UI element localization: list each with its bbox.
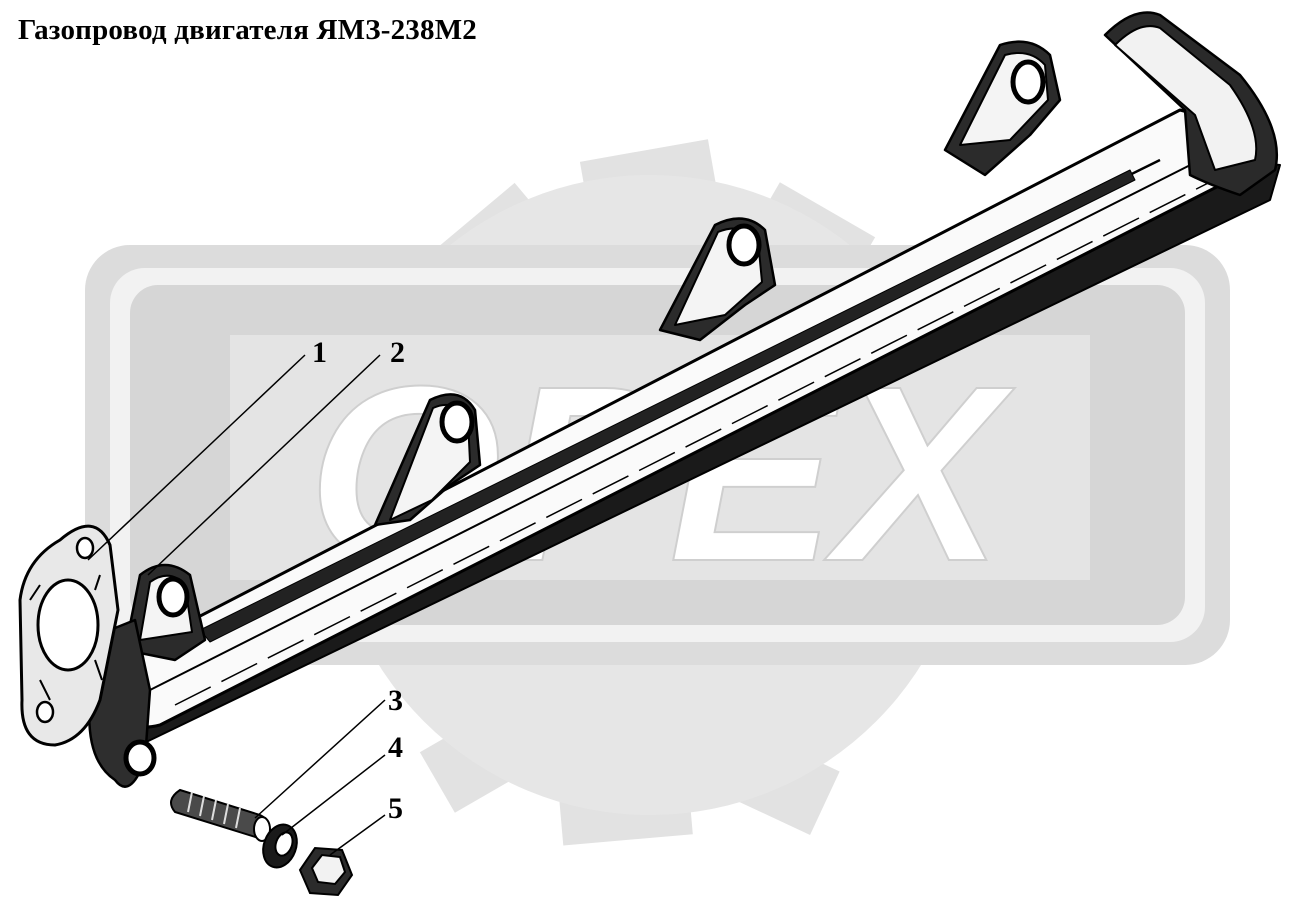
callout-5: 5 bbox=[388, 792, 403, 825]
leader-line-4 bbox=[281, 754, 386, 836]
stud bbox=[170, 788, 271, 842]
leader-line-5 bbox=[329, 814, 386, 856]
washer bbox=[262, 823, 298, 869]
leader-lines bbox=[87, 354, 386, 856]
leader-line-3 bbox=[254, 699, 386, 819]
nut bbox=[298, 846, 354, 897]
leader-line-2 bbox=[147, 354, 381, 576]
leader-line-1 bbox=[87, 354, 306, 561]
exhaust-manifold bbox=[84, 11, 1281, 788]
callout-2: 2 bbox=[390, 336, 405, 369]
gasket bbox=[18, 524, 120, 747]
callouts: 1 2 3 4 5 bbox=[312, 336, 405, 825]
callout-4: 4 bbox=[388, 731, 403, 764]
callout-3: 3 bbox=[388, 684, 403, 717]
diagram-title: Газопровод двигателя ЯМЗ-238М2 bbox=[18, 14, 477, 46]
callout-1: 1 bbox=[312, 336, 327, 369]
